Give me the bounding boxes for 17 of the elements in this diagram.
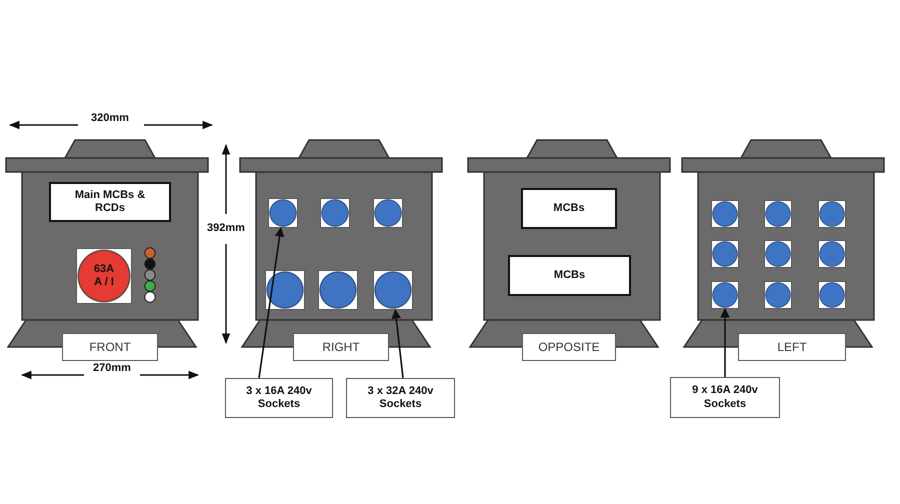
breaker-panel: MCBs <box>508 255 631 296</box>
callout-box: 9 x 16A 240v Sockets <box>670 377 780 418</box>
leader-arrow <box>391 309 404 378</box>
leader-arrow <box>258 227 284 378</box>
callout-box: 3 x 16A 240v Sockets <box>225 378 333 418</box>
isolator-switch: 63A A / I <box>76 248 132 304</box>
breaker-panel: Main MCBs & RCDs <box>49 182 171 222</box>
view-label: LEFT <box>738 333 846 361</box>
view-label: RIGHT <box>293 333 389 361</box>
view-label: FRONT <box>62 333 158 361</box>
socket <box>711 281 739 309</box>
view-label: OPPOSITE <box>522 333 616 361</box>
socket <box>268 198 298 228</box>
leader-arrow <box>720 308 730 377</box>
breaker-panel: MCBs <box>521 188 617 229</box>
socket <box>373 270 413 310</box>
callout-box: 3 x 32A 240v Sockets <box>346 378 455 418</box>
